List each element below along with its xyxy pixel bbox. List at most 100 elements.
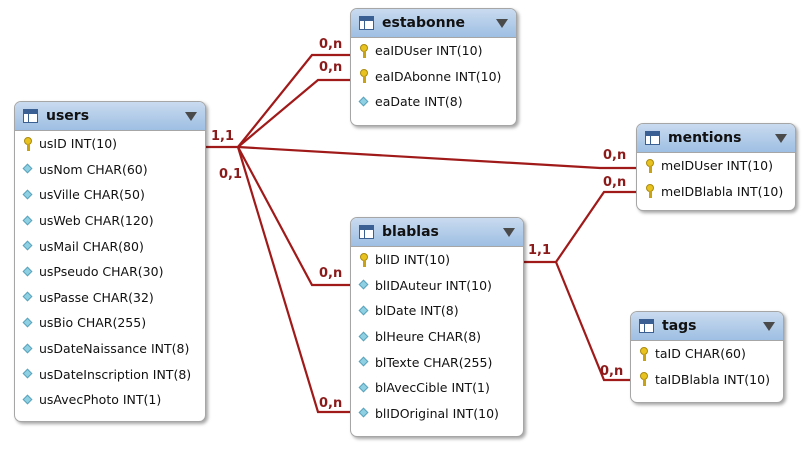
cardinality-label: 0,1 [219,167,243,182]
field-row[interactable]: usBio CHAR(255) [15,310,205,336]
table-icon [359,225,374,239]
field-row[interactable]: blTexte CHAR(255) [351,349,523,375]
field-label: usVille CHAR(50) [39,187,145,203]
table-icon [359,16,374,30]
field-row[interactable]: meIDUser INT(10) [637,153,795,179]
table-header-users[interactable]: users [15,102,205,131]
primary-key-icon [358,69,370,84]
field-label: blHeure CHAR(8) [375,329,482,345]
cardinality-label: 0,n [600,364,624,379]
field-row[interactable]: taIDBlabla INT(10) [631,367,783,393]
column-icon [22,290,34,304]
field-list: taID CHAR(60) taIDBlabla INT(10) [631,341,783,392]
link-users-mentions [237,145,636,170]
primary-key-icon [22,136,34,151]
field-label: blTexte CHAR(255) [375,354,493,370]
field-row[interactable]: blIDOriginal INT(10) [351,401,523,427]
field-row[interactable]: usDateInscription INT(8) [15,361,205,387]
field-label: eaDate INT(8) [375,94,463,110]
table-tags[interactable]: tags taID CHAR(60) taIDBlabla INT(10) [630,311,784,403]
field-label: blAvecCible INT(1) [375,380,490,396]
table-header-tags[interactable]: tags [631,312,783,341]
field-row[interactable]: blIDAuteur INT(10) [351,273,523,299]
field-row[interactable]: eaDate INT(8) [351,89,516,115]
field-label: meIDUser INT(10) [661,158,773,174]
field-label: blDate INT(8) [375,303,459,319]
table-header-mentions[interactable]: mentions [637,124,795,153]
table-header-estabonne[interactable]: estabonne [351,9,516,38]
primary-key-icon [358,252,370,267]
field-label: taIDBlabla INT(10) [655,371,770,387]
link-blablas-mentions [520,190,636,264]
field-row[interactable]: blID INT(10) [351,247,523,273]
field-row[interactable]: eaIDUser INT(10) [351,38,516,64]
field-row[interactable]: usMail CHAR(80) [15,233,205,259]
dropdown-arrow-icon[interactable] [763,321,775,331]
field-row[interactable]: blDate INT(8) [351,298,523,324]
field-row[interactable]: usPseudo CHAR(30) [15,259,205,285]
cardinality-label: 0,n [603,175,627,190]
field-list: eaIDUser INT(10) eaIDAbonne INT(10) eaDate… [351,38,516,115]
field-label: usBio CHAR(255) [39,315,147,331]
cardinality-label: 0,n [319,266,343,281]
dropdown-arrow-icon[interactable] [503,227,515,237]
field-row[interactable]: blAvecCible INT(1) [351,375,523,401]
field-label: blIDAuteur INT(10) [375,277,492,293]
table-users[interactable]: users usID INT(10) usNom CHAR(60) usVille … [14,101,206,422]
field-label: eaIDUser INT(10) [375,43,483,59]
cardinality-label: 0,n [319,396,343,411]
primary-key-icon [644,158,656,173]
primary-key-icon [644,184,656,199]
table-name: blablas [382,224,439,240]
field-list: meIDUser INT(10) meIDBlabla INT(10) [637,153,795,204]
field-label: usNom CHAR(60) [39,161,148,177]
column-icon [22,239,34,253]
table-header-blablas[interactable]: blablas [351,218,523,247]
column-icon [358,278,370,292]
dropdown-arrow-icon[interactable] [775,133,787,143]
field-label: meIDBlabla INT(10) [661,183,784,199]
field-row[interactable]: usWeb CHAR(120) [15,208,205,234]
cardinality-label: 0,n [603,148,627,163]
link-blablas-tags [554,261,630,382]
field-row[interactable]: usVille CHAR(50) [15,182,205,208]
field-row[interactable]: eaIDAbonne INT(10) [351,64,516,90]
field-row[interactable]: usDateNaissance INT(8) [15,336,205,362]
table-estabonne[interactable]: estabonne eaIDUser INT(10) eaIDAbonne INT… [350,8,517,126]
field-label: usMail CHAR(80) [39,238,144,254]
table-name: users [46,108,90,124]
cardinality-label: 0,n [319,60,343,75]
table-name: mentions [668,130,742,146]
primary-key-icon [358,43,370,58]
column-icon [22,316,34,330]
field-label: usAvecPhoto INT(1) [39,392,162,408]
field-label: usID INT(10) [39,136,118,152]
column-icon [22,214,34,228]
field-row[interactable]: usPasse CHAR(32) [15,285,205,311]
column-icon [22,265,34,279]
field-label: blIDOriginal INT(10) [375,405,499,421]
field-row[interactable]: usNom CHAR(60) [15,157,205,183]
column-icon [358,406,370,420]
table-name: tags [662,318,697,334]
column-icon [22,342,34,356]
cardinality-label: 0,n [319,37,343,52]
field-row[interactable]: usID INT(10) [15,131,205,157]
field-row[interactable]: meIDBlabla INT(10) [637,179,795,205]
field-label: taID CHAR(60) [655,346,746,362]
column-icon [22,162,34,176]
table-mentions[interactable]: mentions meIDUser INT(10) meIDBlabla INT(… [636,123,796,211]
table-blablas[interactable]: blablas blID INT(10) blIDAuteur INT(10) bl… [350,217,524,437]
field-label: usPseudo CHAR(30) [39,264,164,280]
dropdown-arrow-icon[interactable] [496,18,508,28]
field-row[interactable]: blHeure CHAR(8) [351,324,523,350]
field-row[interactable]: taID CHAR(60) [631,341,783,367]
column-icon [358,355,370,369]
table-icon [639,319,654,333]
primary-key-icon [638,372,650,387]
cardinality-label: 1,1 [211,129,235,144]
field-label: usDateInscription INT(8) [39,366,192,382]
field-row[interactable]: usAvecPhoto INT(1) [15,387,205,413]
table-name: estabonne [382,15,466,31]
dropdown-arrow-icon[interactable] [185,111,197,121]
